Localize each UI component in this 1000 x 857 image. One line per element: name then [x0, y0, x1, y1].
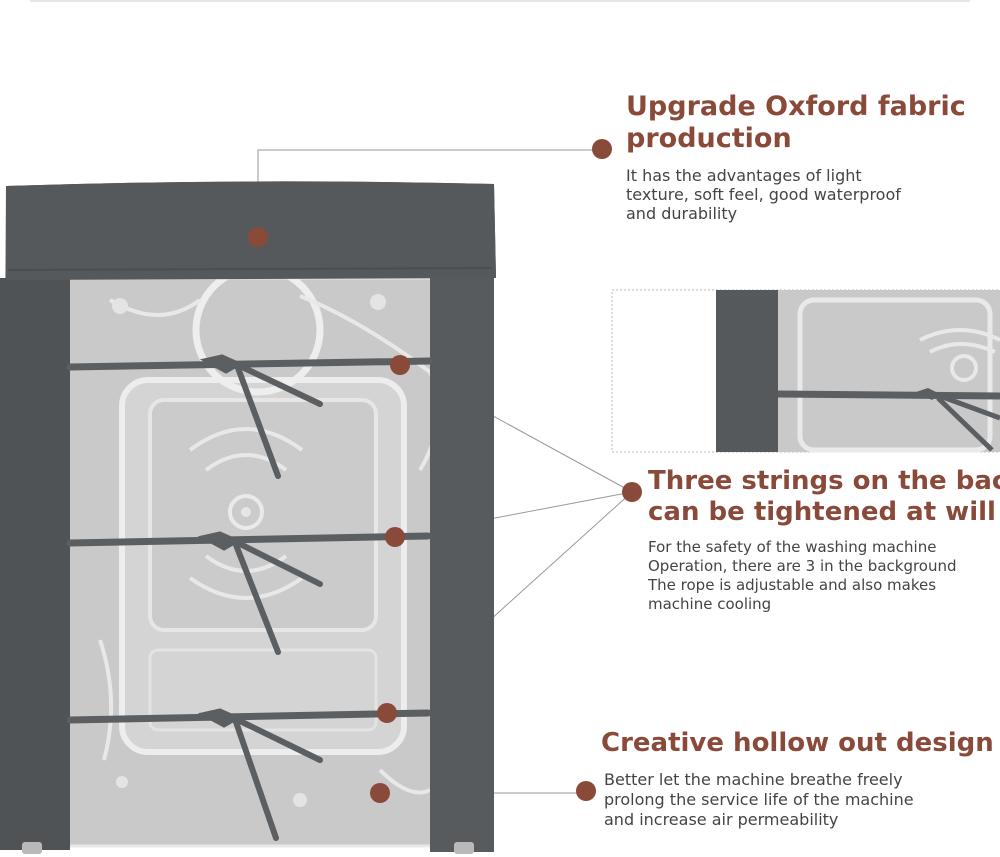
feature-description-strings: For the safety of the washing machine Op… — [648, 538, 957, 614]
callout-dot-string-bottom — [377, 703, 397, 723]
feature-title-strings: Three strings on the back can be tighten… — [648, 466, 1000, 528]
callout-dot-string-middle — [385, 527, 405, 547]
callout-dot-fabric-on-cover — [248, 227, 268, 247]
feature-title-fabric: Upgrade Oxford fabric production — [626, 91, 966, 156]
callout-dot-string-top — [390, 355, 410, 375]
callout-dot-fabric — [592, 139, 612, 159]
feature-description-line: It has the advantages of light — [626, 166, 862, 185]
feature-description-line: and increase air permeability — [604, 810, 839, 829]
feature-title-line: can be tightened at will — [648, 497, 996, 528]
top-divider — [30, 0, 970, 2]
feature-description-line: and durability — [626, 204, 738, 223]
feature-description-line: For the safety of the washing machine — [648, 538, 937, 556]
feature-description-line: Better let the machine breathe freely — [604, 770, 903, 789]
back-strings — [66, 354, 434, 841]
feature-description-hollow: Better let the machine breathe freely pr… — [604, 770, 914, 830]
feature-description-line: The rope is adjustable and also makes — [648, 576, 937, 594]
fabric-cover — [0, 181, 496, 852]
feature-description-line: machine cooling — [648, 595, 772, 613]
feature-description-line: Operation, there are 3 in the background — [648, 557, 957, 575]
callout-dot-hollow-on-cover — [370, 783, 390, 803]
inset-detail-image — [611, 289, 1000, 453]
callout-dot-hollow — [576, 781, 596, 801]
feature-title-hollow: Creative hollow out design — [601, 728, 994, 759]
callout-dot-strings — [622, 482, 642, 502]
washing-machine-back — [66, 264, 440, 848]
feature-title-line: Three strings on the back — [648, 466, 1000, 496]
feature-description-line: texture, soft feel, good waterproof — [626, 185, 901, 204]
feature-description-line: prolong the service life of the machine — [604, 790, 914, 809]
machine-feet — [22, 842, 474, 854]
feature-title-line: production — [626, 123, 792, 155]
feature-title-line: Upgrade Oxford fabric — [626, 91, 966, 122]
feature-title-line: Creative hollow out design — [601, 728, 994, 758]
feature-description-fabric: It has the advantages of light texture, … — [626, 166, 901, 223]
